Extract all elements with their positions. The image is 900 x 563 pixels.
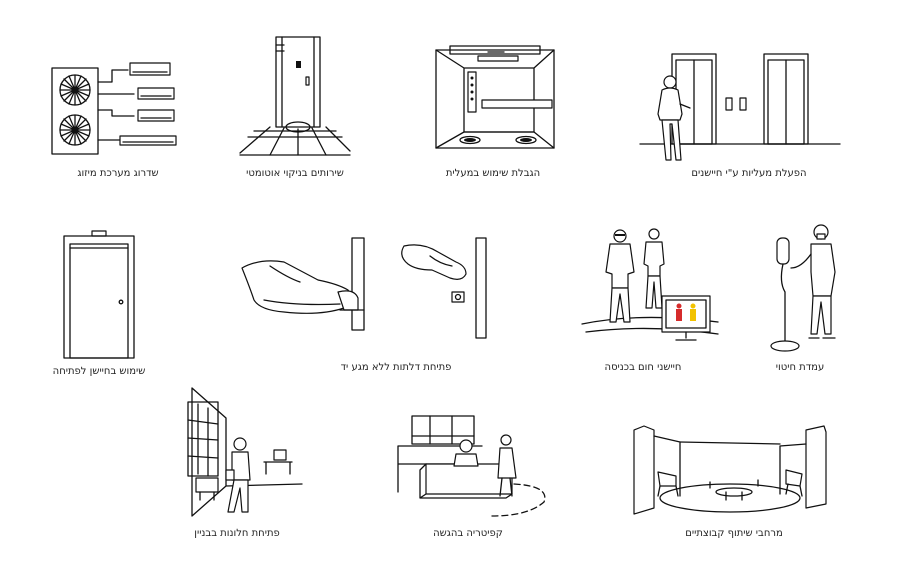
- caption-auto-restroom: שירותים בניקוי אוטומטי: [246, 168, 344, 179]
- group-spaces-illustration: [630, 424, 830, 520]
- windows-illustration: [182, 388, 302, 518]
- caption-group-spaces: מרחבי שיתוף קבוצתיים: [685, 528, 783, 539]
- yellow-figure-head: [690, 303, 696, 309]
- caption-sanitizer-stand: עמדת חיטוי: [775, 362, 825, 373]
- caption-elevator-limit: הגבלת שימוש במעלית: [445, 168, 541, 179]
- cafeteria-illustration: [392, 412, 552, 520]
- red-figure-head: [676, 303, 682, 309]
- caption-handsfree-doors: פתיחת דלתות ללא מגע יד: [340, 362, 452, 373]
- heat-sensors-illustration: [580, 226, 720, 356]
- sensor-door-illustration: [62, 230, 138, 360]
- auto-restroom-illustration: [240, 33, 350, 163]
- caption-ac-upgrade: שדרוג מערכת מיזוג: [77, 168, 159, 179]
- sanitizer-stand-illustration: [765, 222, 855, 362]
- caption-heat-sensors: חיישני חום בכניסה: [604, 362, 682, 373]
- ac-upgrade-illustration: [50, 60, 180, 160]
- caption-elevator-sensors: הפעלת מעליות ע"י חיישנים: [691, 168, 807, 179]
- caption-windows: פתיחת חלונות בבניין: [194, 528, 280, 539]
- elevator-limit-illustration: [430, 40, 560, 160]
- caption-cafeteria: קפיטריה בהגשה: [433, 528, 503, 539]
- handsfree-doors-illustration: [240, 238, 490, 338]
- caption-sensor-door: שימוש בחיישן לפתיחה: [52, 366, 146, 377]
- elevator-sensors-illustration: [640, 52, 840, 164]
- red-figure-body: [676, 309, 682, 321]
- yellow-figure-body: [690, 309, 696, 321]
